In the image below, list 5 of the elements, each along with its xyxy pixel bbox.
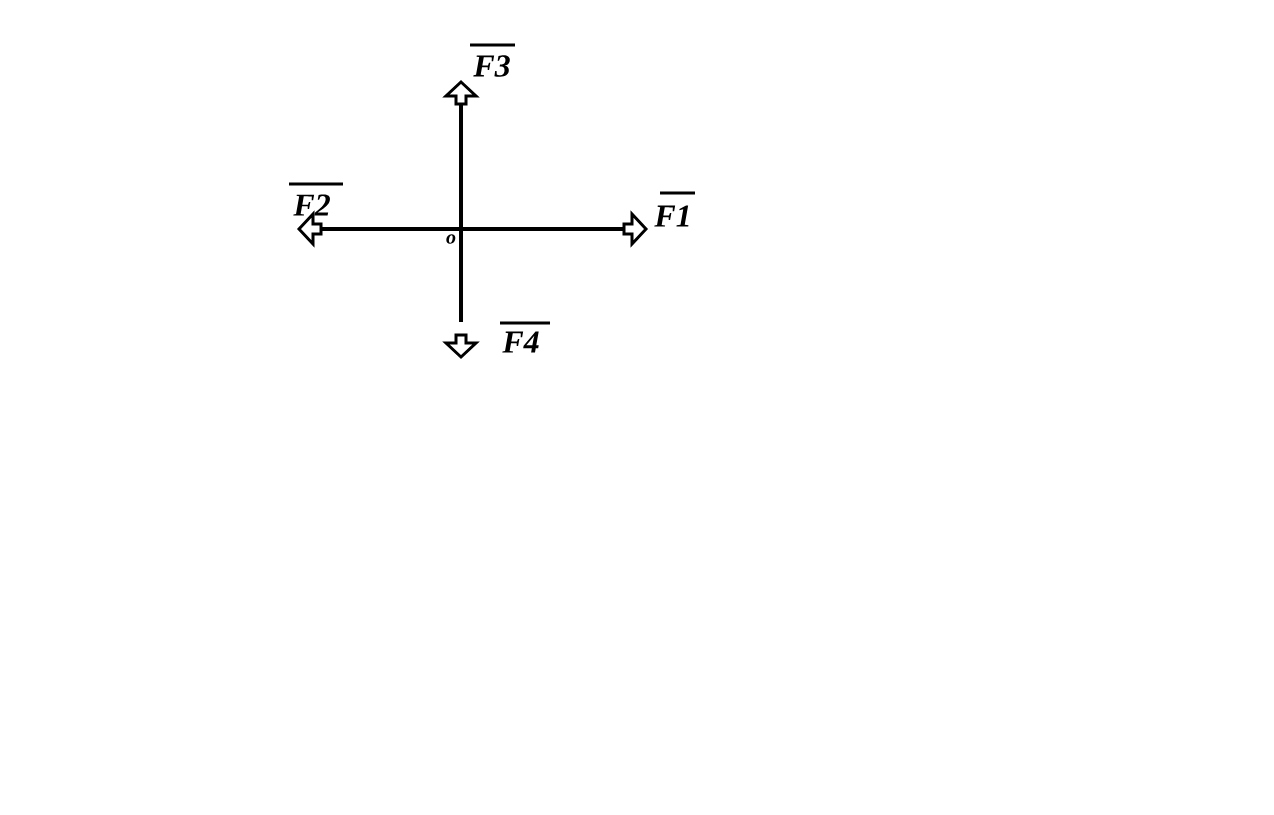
vector-label: F2 — [289, 182, 343, 216]
vector-label: F4 — [500, 321, 550, 353]
vector-label: F1 — [654, 191, 695, 227]
origin-label: o — [446, 234, 456, 244]
vector-label: F3 — [470, 43, 515, 77]
